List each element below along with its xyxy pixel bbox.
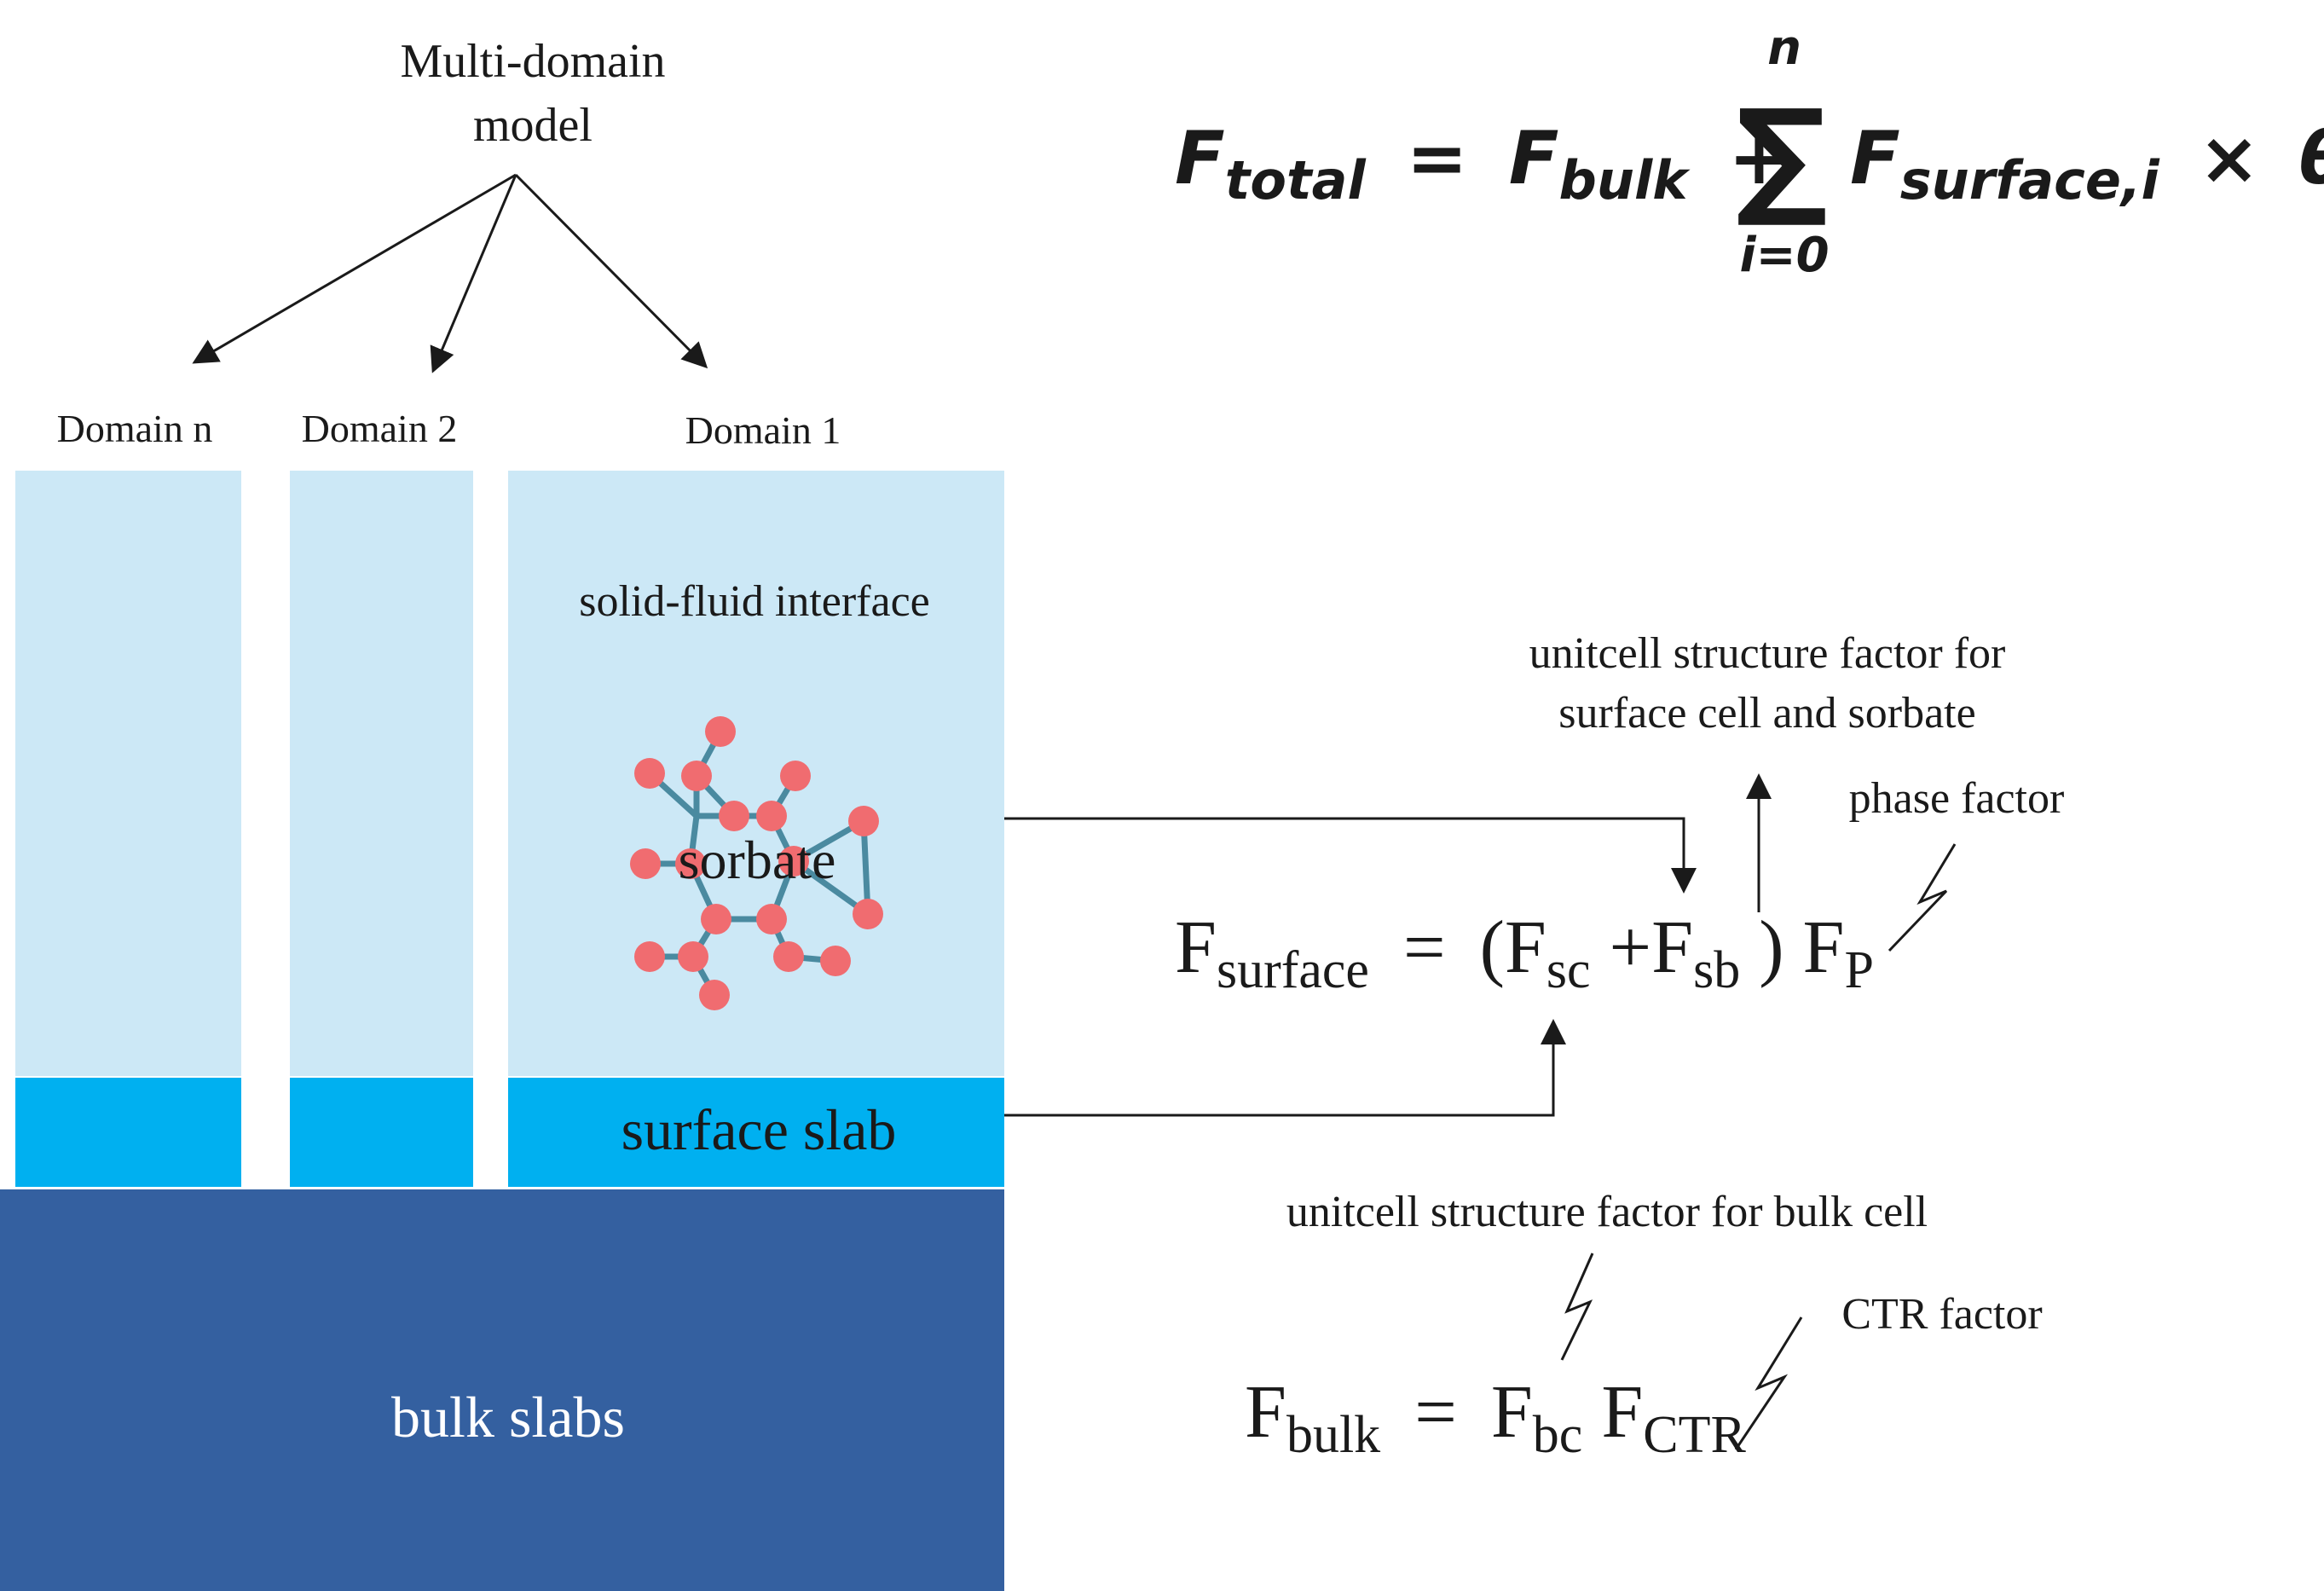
interface-to-fsb-arrow <box>1004 817 1697 894</box>
svg-text:Ftotal = Fbulk: Ftotal = Fbulk + <box>1175 116 1789 217</box>
surface-factor-label-line1: unitcell structure factor for <box>1529 629 2006 678</box>
sorbate-label: sorbate <box>679 830 836 890</box>
total-equation: Ftotal = Fbulk + ∑ n i=0 Fsurface,i × θi <box>1175 20 2324 283</box>
domain-2-label: Domain 2 <box>302 407 458 450</box>
svg-text:i=0: i=0 <box>1739 228 1829 283</box>
phase-factor-label: phase factor <box>1849 774 2065 823</box>
surface-factor-label-line2: surface cell and sorbate <box>1558 689 1975 738</box>
bulk-factor-label: unitcell structure factor for bulk cell <box>1286 1188 1928 1236</box>
surface-slab-label: surface slab <box>621 1097 897 1162</box>
slab-to-fsc-arrow <box>1004 1019 1566 1117</box>
surface-equation: Fsurface = (Fsc +Fsb ) FP <box>1175 906 1874 1004</box>
svg-text:∑: ∑ <box>1736 83 1828 231</box>
sorbate-molecule <box>630 716 883 1010</box>
bulk-equation: Fbulk = Fbc FCTR <box>1245 1371 1746 1469</box>
phase-factor-pointer <box>1888 843 1957 952</box>
interface-label: solid-fluid interface <box>579 577 930 626</box>
domain-2-surface-slab <box>290 1078 473 1187</box>
domain-n-surface-slab <box>15 1078 241 1187</box>
domain-n-interface <box>15 471 241 1076</box>
bulk-slabs-label: bulk slabs <box>391 1385 625 1449</box>
arrow-to-domain-1 <box>514 173 708 369</box>
domain-1-interface <box>508 471 1004 1076</box>
ctr-factor-pointer <box>1734 1316 1803 1450</box>
arrow-to-domain-n <box>192 173 517 364</box>
ctr-factor-label: CTR factor <box>1841 1290 2042 1339</box>
model-title-line1: Multi-domain <box>400 35 665 88</box>
domain-n-label: Domain n <box>57 407 213 450</box>
bulk-cell-pointer <box>1560 1253 1594 1361</box>
domain-2-interface <box>290 471 473 1076</box>
bulk-slabs <box>0 1189 1004 1591</box>
svg-text:Fsurface,i × θi: Fsurface,i × θi <box>1850 116 2324 217</box>
model-title-line2: model <box>473 99 593 152</box>
domain-1-label: Domain 1 <box>685 408 841 452</box>
arrow-to-domain-2 <box>430 174 517 373</box>
svg-text:n: n <box>1767 20 1801 76</box>
domain-1-surface-slab <box>508 1078 1004 1187</box>
